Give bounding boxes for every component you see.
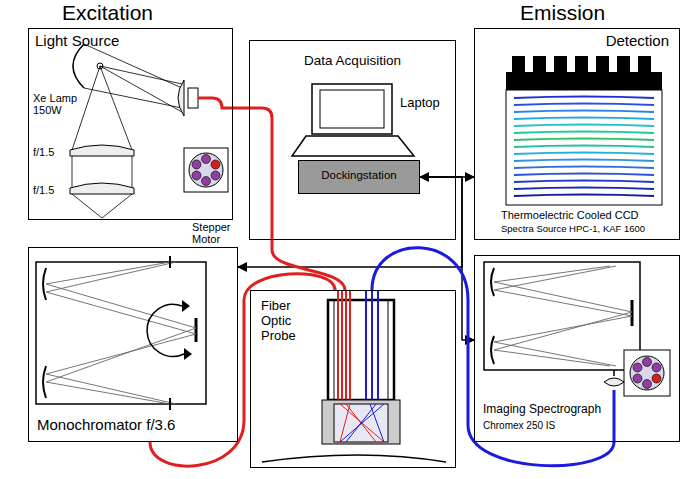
monochromator-housing <box>36 262 206 404</box>
filter <box>211 171 220 180</box>
fiber-fitting <box>188 88 198 108</box>
section-heading: Excitation <box>62 1 153 25</box>
slit <box>169 256 171 410</box>
filter <box>652 363 661 372</box>
box-title: Light Source <box>35 32 119 49</box>
component-box: Light Source <box>28 28 233 220</box>
laptop-screen <box>312 84 392 134</box>
filter <box>633 374 642 383</box>
docking-station: Dockingstation <box>298 160 420 194</box>
rotation-arrow <box>147 304 184 356</box>
excitation-fibers <box>338 290 350 404</box>
filter <box>192 160 201 169</box>
filter-wheel <box>630 356 664 390</box>
spectrum-line <box>514 125 654 127</box>
emission-rays <box>340 404 384 442</box>
probe-window <box>334 404 388 442</box>
filter <box>192 171 201 180</box>
ccd-body <box>506 90 662 205</box>
component-box: Fiber Optic Probe <box>250 290 456 468</box>
spectrum-line <box>514 188 654 190</box>
filter <box>652 374 661 383</box>
laptop-display <box>320 90 384 128</box>
section-heading: Emission <box>520 1 605 25</box>
excitation-fiber <box>150 274 335 466</box>
mirror <box>43 268 46 398</box>
part-label: Xe Lamp 150W <box>33 92 81 117</box>
spectrum-lines <box>514 97 654 197</box>
mirror <box>491 268 494 364</box>
light-rays <box>72 66 132 218</box>
emission-fiber <box>372 248 614 466</box>
light-path <box>494 266 632 366</box>
part-label: Stepper Motor <box>192 221 242 246</box>
grating <box>631 300 634 326</box>
spectrum-line <box>514 132 654 134</box>
spectrum-line <box>514 160 654 162</box>
probe-head <box>322 400 400 444</box>
part-label: f/1.5 <box>33 146 54 158</box>
box-title: Imaging Spectrograph <box>483 403 601 417</box>
fiber <box>613 390 616 442</box>
slit <box>613 370 615 376</box>
spectrum-line <box>514 97 654 99</box>
filter <box>633 363 642 372</box>
box-text: Chromex 250 IS <box>483 420 555 432</box>
lens <box>70 183 134 194</box>
filter <box>202 177 211 186</box>
filter <box>643 358 652 367</box>
sample-surface <box>262 455 446 462</box>
fiber <box>198 98 233 108</box>
spectrum-line <box>514 139 654 141</box>
lens <box>604 378 624 386</box>
spectrum-line <box>514 111 654 113</box>
arrow-head <box>184 348 192 360</box>
lens <box>70 145 134 156</box>
laptop-keyboard <box>292 136 414 156</box>
spectrum-line <box>514 153 654 155</box>
box-text: Thermoelectric Cooled CCD <box>501 209 639 222</box>
box-title: Monochromator f/3.6 <box>37 416 175 433</box>
filter-wheel <box>189 153 223 187</box>
control-link <box>420 177 474 340</box>
grating <box>195 318 198 342</box>
emission-fibers <box>366 290 378 404</box>
filter-wheel-frame <box>184 148 228 192</box>
spectrum-line <box>514 174 654 176</box>
box-title: Dockingstation <box>299 169 419 182</box>
box-title: Detection <box>606 32 669 49</box>
box-text: Spectra Source HPC-1, KAF 1600 <box>501 224 645 235</box>
spectrum-line <box>514 167 654 169</box>
light-rays <box>84 44 182 112</box>
component-box: DetectionThermoelectric Cooled CCD Spectr… <box>474 28 680 240</box>
spectrum-line <box>514 146 654 148</box>
component-box: Imaging SpectrographChromex 250 IS <box>474 255 680 442</box>
spectrograph-housing <box>484 262 640 370</box>
lens <box>178 80 184 116</box>
part-label: Laptop <box>400 96 440 111</box>
light-path <box>46 262 196 404</box>
reflector <box>73 44 84 88</box>
component-box: Data AcquisitionDockingstation <box>249 40 456 240</box>
spectrum-line <box>514 195 654 197</box>
excitation-rays <box>340 404 384 442</box>
part-label: f/1.5 <box>33 184 54 196</box>
box-title: Data Acquisition <box>250 53 455 69</box>
cooler-band <box>506 72 662 90</box>
component-box: Monochromator f/3.6 <box>28 247 238 442</box>
spectrum-line <box>514 104 654 106</box>
spectrum-line <box>514 118 654 120</box>
filter <box>211 160 220 169</box>
box-title: Fiber Optic Probe <box>261 299 323 344</box>
filter <box>643 380 652 389</box>
filter <box>202 155 211 164</box>
filter-wheel-frame <box>624 350 670 396</box>
spectrum-line <box>514 181 654 183</box>
arrow-head <box>182 300 190 312</box>
